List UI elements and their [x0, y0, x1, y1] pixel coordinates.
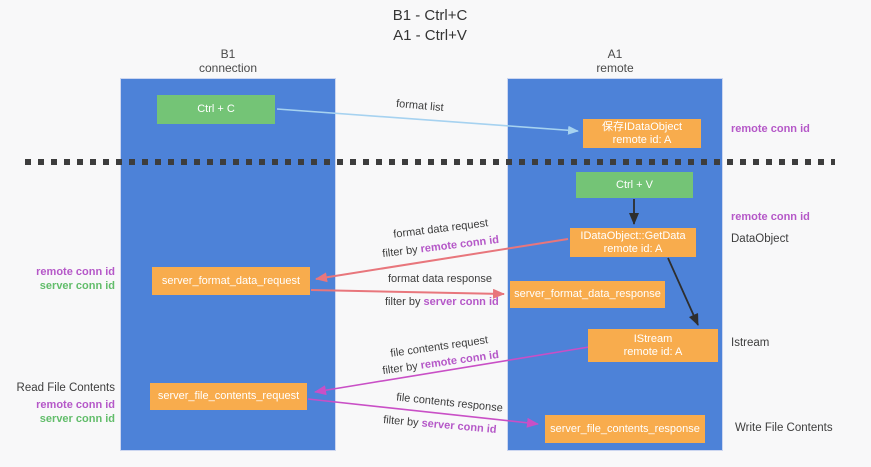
left-server-conn-id-label-2: server conn id: [39, 413, 115, 425]
filter-by-text-3: filter by: [381, 360, 419, 378]
title-line-2: A1 - Ctrl+V: [393, 27, 467, 44]
machine-boundary-dashed-line: [25, 159, 835, 165]
getdata-line1: IDataObject::GetData: [580, 229, 686, 242]
read-file-contents-label: Read File Contents: [16, 382, 115, 394]
left-server-conn-id-label-1: server conn id: [39, 280, 115, 292]
server-file-contents-response-label: server_file_contents_response: [550, 422, 700, 435]
right-column-name: A1: [607, 47, 623, 61]
title-line-1: B1 - Ctrl+C: [392, 7, 468, 24]
getdata-line2: remote id: A: [603, 242, 663, 255]
getdata-node: IDataObject::GetData remote id: A: [570, 228, 696, 257]
filter-by-server-conn-id-label-1: filter by server conn id: [385, 296, 499, 308]
file-contents-response-label: file contents response: [395, 391, 504, 415]
ctrl-c-label: Ctrl + C: [197, 103, 235, 115]
filter-by-text-4: filter by: [382, 414, 420, 430]
ctrl-v-label: Ctrl + V: [616, 178, 653, 191]
right-column-header: A1 remote: [507, 47, 723, 75]
filter-by-text-2: filter by: [385, 296, 421, 308]
filter-by-server-conn-id-label-2: filter by server conn id: [383, 414, 497, 436]
diagram-title: B1 - Ctrl+C A1 - Ctrl+V: [0, 6, 860, 46]
format-data-response-label: format data response: [388, 273, 492, 285]
ctrl-c-node: Ctrl + C: [157, 95, 275, 124]
right-column-role: remote: [596, 61, 634, 75]
left-column-header: B1 connection: [120, 47, 336, 75]
istream-line2: remote id: A: [623, 345, 683, 358]
server-format-data-request-label: server_format_data_request: [161, 274, 301, 287]
format-data-response-arrow: [310, 288, 505, 299]
server-format-data-response-label: server_format_data_response: [514, 288, 661, 300]
server-file-contents-request-node: server_file_contents_request: [150, 383, 307, 410]
server-file-contents-response-node: server_file_contents_response: [545, 415, 705, 443]
istream-side-label: Istream: [731, 337, 770, 349]
right-remote-conn-id-label-2: remote conn id: [731, 211, 810, 223]
server-format-data-request-node: server_format_data_request: [152, 267, 310, 295]
right-remote-conn-id-label-1: remote conn id: [731, 123, 810, 135]
left-remote-conn-id-label-2: remote conn id: [36, 399, 115, 411]
save-idataobject-line2: remote id: A: [612, 133, 672, 146]
server-conn-id-highlight-2: server conn id: [421, 417, 498, 436]
remote-conn-id-highlight-1: remote conn id: [419, 233, 500, 256]
ctrl-v-node: Ctrl + V: [576, 172, 693, 198]
istream-line1: IStream: [633, 332, 673, 345]
server-file-contents-request-label: server_file_contents_request: [157, 390, 300, 402]
write-file-contents-label: Write File Contents: [735, 422, 833, 434]
server-conn-id-highlight-1: server conn id: [423, 296, 499, 308]
save-idataobject-node: 保存IDataObject remote id: A: [583, 119, 701, 148]
istream-node: IStream remote id: A: [588, 329, 718, 362]
filter-by-text-1: filter by: [381, 243, 419, 261]
save-idataobject-line1: 保存IDataObject: [601, 120, 683, 133]
format-list-label: format list: [395, 97, 445, 115]
server-format-data-response-node: server_format_data_response: [510, 281, 665, 308]
dataobject-label: DataObject: [731, 233, 789, 245]
left-column-role: connection: [198, 61, 258, 75]
left-remote-conn-id-label-1: remote conn id: [36, 266, 115, 278]
left-column-name: B1: [220, 47, 236, 61]
